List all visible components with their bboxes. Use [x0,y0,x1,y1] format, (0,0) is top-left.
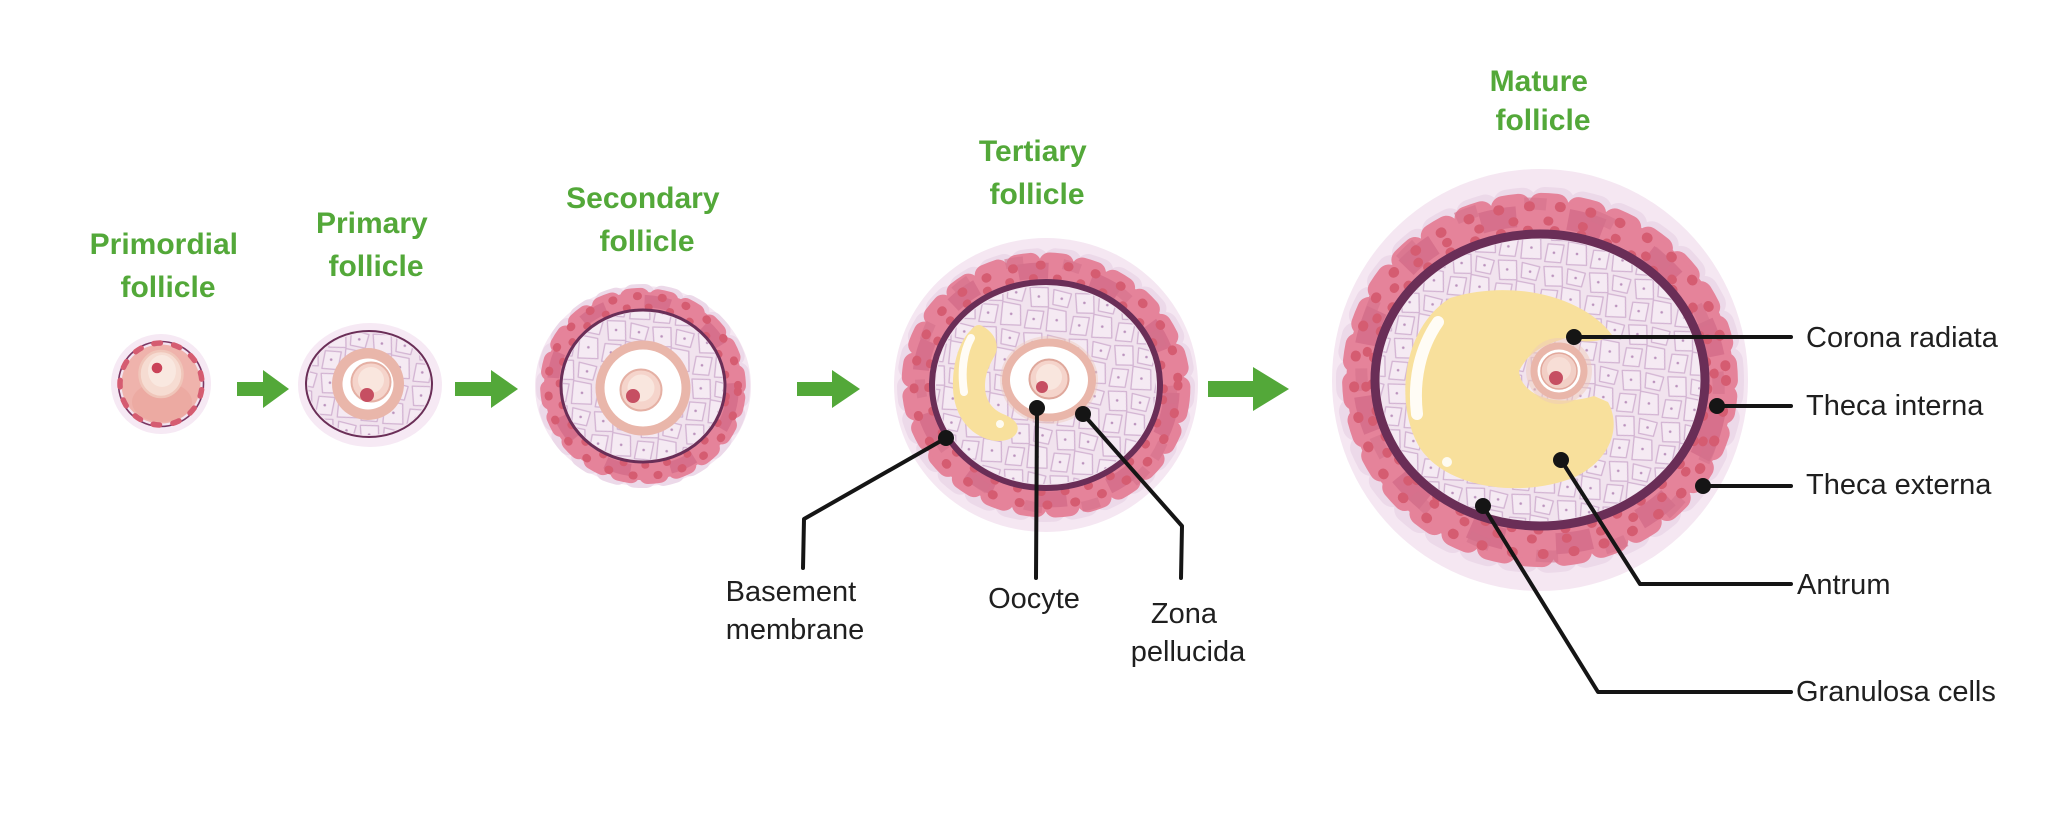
callout-label-antrum: Antrum [1797,569,1890,601]
mature-antrum [1405,290,1614,489]
leader-line-antrum [1559,458,1793,586]
stage-secondary-follicle: Secondary follicle [535,182,751,488]
callout-theca-externa: Theca externa [1695,469,1992,501]
tertiary-follicle-illustration [894,238,1198,532]
stage-primary-follicle: Primary follicle [298,207,442,447]
stage-label-tertiary-line2: follicle [989,178,1084,211]
callout-antrum: Antrum [1553,452,1890,601]
leader-dot-corona-radiata [1566,329,1582,345]
stage-label-mature-line1: Mature [1490,65,1588,98]
leader-dot-basement-membrane [938,430,954,446]
stage-label-tertiary-line1: Tertiary [979,135,1087,168]
stage-primordial-follicle: Primordial follicle [90,228,247,434]
callout-corona-radiata: Corona radiata [1566,322,1999,354]
stage-label-secondary: Secondary follicle [566,182,728,258]
stage-label-primordial: Primordial follicle [90,228,247,304]
mature-oocyte-nucleolus [1549,371,1563,385]
leader-line-basement-membrane [801,436,948,570]
primary-follicle-illustration [298,323,442,447]
callout-theca-interna: Theca interna [1709,390,1984,422]
arrow-right-icon [237,370,289,408]
stage-label-tertiary: Tertiary follicle [979,135,1095,211]
stage-label-mature: Mature follicle [1490,65,1597,137]
leader-dot-oocyte [1029,400,1045,416]
callout-label-granulosa-cells: Granulosa cells [1796,676,1996,708]
primordial-follicle-illustration [111,334,211,434]
leader-line-zona-pellucida [1081,412,1184,580]
leader-line-oocyte [1034,406,1039,580]
leader-line-granulosa-cells [1481,504,1793,694]
callout-basement-membrane: Basement membrane [726,430,954,646]
secondary-oocyte-nucleolus [626,389,640,403]
callout-label-oocyte: Oocyte [988,583,1080,615]
tertiary-oocyte-nucleolus [1036,381,1048,393]
stage-label-primary: Primary follicle [316,207,436,283]
stage-tertiary-follicle: Tertiary follicle [894,135,1198,532]
tertiary-antrum [952,325,1018,441]
primordial-flat-cells [117,340,205,428]
stage-label-mature-line2: follicle [1495,104,1590,137]
arrow-right-icon [455,370,518,408]
leader-dot-granulosa-cells [1475,498,1491,514]
stage-label-secondary-line1: Secondary [566,182,720,215]
stage-label-primordial-line1: Primordial [90,228,238,261]
leader-dot-antrum [1553,452,1569,468]
callout-granulosa-cells: Granulosa cells [1475,498,1996,708]
callout-label-theca-interna: Theca interna [1806,390,1984,422]
callout-oocyte: Oocyte [988,400,1080,615]
primordial-oocyte-nucleolus [151,362,163,374]
secondary-follicle-illustration [535,284,751,488]
stage-mature-follicle: Mature follicle [1332,65,1748,591]
arrow-right-icon [797,370,860,408]
arrow-right-icon [1208,367,1289,411]
stage-label-secondary-line2: follicle [599,225,694,258]
leader-dot-theca-externa [1695,478,1711,494]
callout-label-theca-externa: Theca externa [1806,469,1992,501]
callout-label-basement-membrane: Basement membrane [726,576,865,646]
primary-oocyte-nucleolus [360,388,374,402]
leader-dot-zona-pellucida [1075,406,1091,422]
leader-dot-theca-interna [1709,398,1725,414]
mature-follicle-illustration [1332,169,1748,591]
callout-label-zona-pellucida: Zona pellucida [1131,598,1246,668]
callout-label-corona-radiata: Corona radiata [1806,322,1999,354]
stage-label-primary-line2: follicle [328,250,423,283]
stage-label-primary-line1: Primary [316,207,428,240]
callout-zona-pellucida: Zona pellucida [1075,406,1246,668]
stage-label-primordial-line2: follicle [120,271,215,304]
